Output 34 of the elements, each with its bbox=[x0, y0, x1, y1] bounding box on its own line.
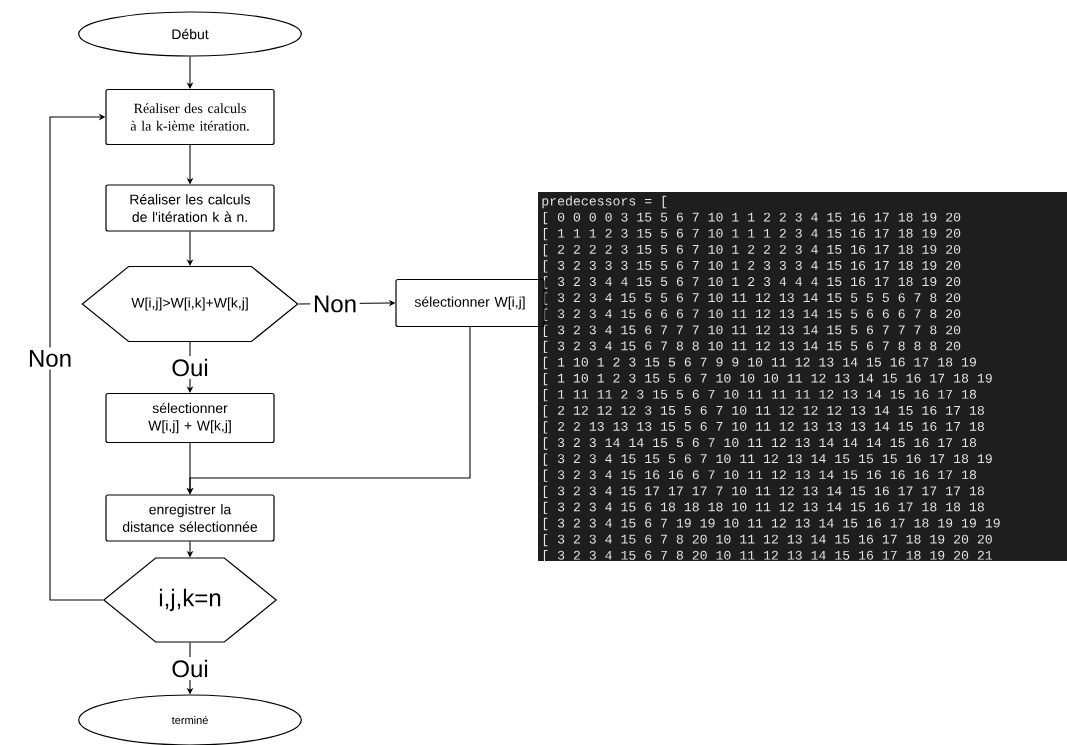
console-text: [ 2 12 12 12 3 15 5 6 7 10 11 12 12 12 13 14 15 16 17 18 bbox=[543, 405, 984, 418]
edge-label: Oui bbox=[168, 356, 212, 379]
process-box: Réaliser des calculs à la k-ième itération. bbox=[105, 88, 275, 146]
console-text: [ 1 10 1 2 3 15 5 6 7 10 10 10 11 12 13 14 15 16 17 18 19 bbox=[543, 372, 992, 386]
console-text: [ 3 2 3 4 15 5 5 6 7 10 11 12 13 14 15 5 5 5 6 7 8 20 bbox=[543, 292, 961, 305]
console-text: [ 0 0 0 0 3 15 5 6 7 10 1 1 2 2 3 4 15 16 17 18 19 20 bbox=[543, 211, 961, 225]
console-text: predecessors = [ bbox=[542, 195, 667, 209]
console-text: [ 2 2 2 2 3 15 5 6 7 10 1 2 2 2 3 4 15 16 17 18 19 20 bbox=[543, 244, 961, 257]
console-text: [ 3 2 3 4 15 6 18 18 18 10 11 12 13 14 15 16 17 18 18 18 bbox=[543, 501, 984, 515]
decision-hexagon: i,j,k=n bbox=[102, 557, 278, 643]
console-text: [ 3 2 3 3 3 15 5 6 7 10 1 2 3 3 3 4 15 16 17 18 19 20 bbox=[543, 260, 961, 273]
console-text: [ 3 2 3 4 15 6 7 19 19 10 11 12 13 14 15 16 17 18 19 19 19 bbox=[543, 517, 1000, 531]
console-text: [ 1 11 11 2 3 15 5 6 7 10 11 11 11 12 13 14 15 16 17 18 bbox=[543, 389, 976, 402]
console-text: [ 3 2 3 4 15 16 16 6 7 10 11 12 13 14 15 16 16 16 17 18 bbox=[543, 469, 976, 482]
process-box: sélectionner W[i,j] bbox=[395, 278, 545, 328]
console-text: [ 1 10 1 2 3 15 5 6 7 9 9 10 11 12 13 14 15 16 17 18 19 bbox=[543, 356, 976, 370]
console-text: [ 2 2 13 13 13 15 5 6 7 10 11 12 13 13 13 14 15 16 17 18 bbox=[543, 421, 984, 434]
console-text: [ 3 2 3 4 15 6 7 8 20 10 11 12 13 14 15 16 17 18 19 20 21 bbox=[543, 550, 993, 563]
console-text: [ 3 2 3 14 14 15 5 6 7 10 11 12 13 14 14 14 15 16 17 18 bbox=[543, 437, 976, 450]
edge-label: Oui bbox=[168, 657, 212, 680]
console-text: [ 3 2 3 4 15 6 6 6 7 10 11 12 13 14 15 5 6 6 6 7 8 20 bbox=[543, 308, 961, 321]
console-text: [ 3 2 3 4 4 15 5 6 7 10 1 2 3 4 4 4 15 16 17 18 19 20 bbox=[543, 276, 961, 289]
console-text: [ 3 2 3 4 15 15 5 6 7 10 11 12 13 14 15 15 15 16 17 18 19 bbox=[543, 453, 992, 466]
console-text: [ 3 2 3 4 15 17 17 17 7 10 11 12 13 14 15 16 17 17 17 18 bbox=[543, 485, 984, 498]
edge-label: Non bbox=[310, 292, 360, 316]
edge-label: Non bbox=[25, 347, 75, 370]
console-text: [ 3 2 3 4 15 6 7 8 8 10 11 12 13 14 15 5 6 7 8 8 8 20 bbox=[543, 340, 961, 354]
console-text: [ 1 1 1 2 3 15 5 6 7 10 1 1 1 2 3 4 15 16 17 18 19 20 bbox=[543, 228, 961, 241]
console-text: [ 3 2 3 4 15 6 7 7 7 10 11 12 13 14 15 5 6 7 7 7 8 20 bbox=[543, 324, 961, 337]
decision-hexagon: W[i,j]>W[i,k]+W[k,j] bbox=[81, 265, 299, 343]
console-text: [ 3 2 3 4 15 6 7 8 20 10 11 12 13 14 15 16 17 18 19 20 20 bbox=[543, 533, 992, 547]
process-box: Réaliser les calculs de l'itération k à n. bbox=[105, 184, 275, 232]
process-box: enregistrer la distance sélectionnée bbox=[105, 494, 275, 542]
process-box: sélectionner W[i,j] + W[k,j] bbox=[105, 392, 275, 444]
